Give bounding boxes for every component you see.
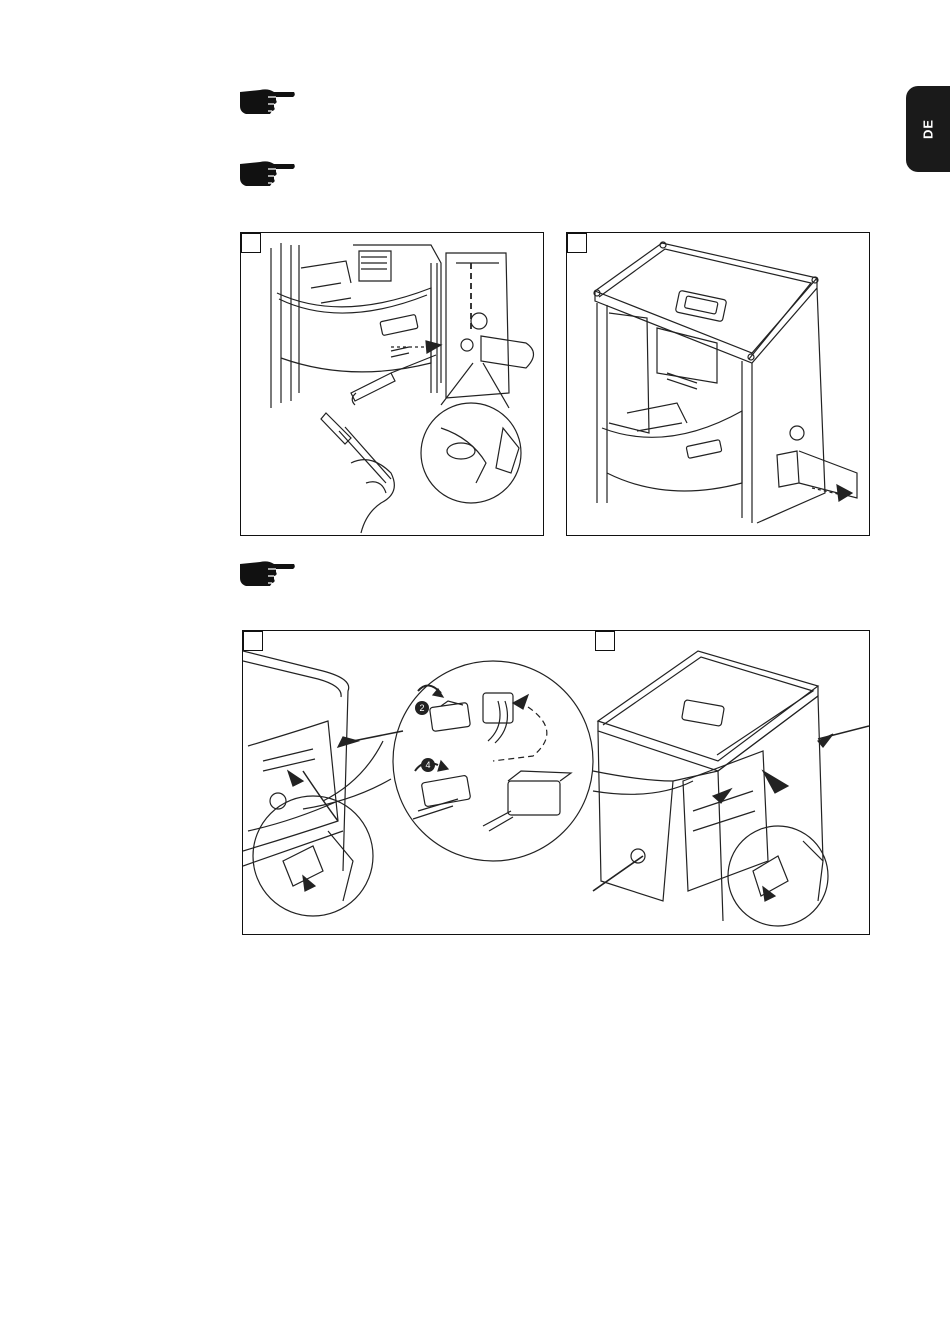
figure-cable-routing: 2 4 — [242, 630, 870, 935]
cable-gland-illustration — [567, 233, 869, 535]
figure-knockout-removal — [240, 232, 544, 536]
pointing-hand-icon — [238, 86, 296, 116]
language-tab-label: DE — [921, 119, 936, 139]
language-tab: DE — [906, 86, 950, 172]
knockout-illustration — [241, 233, 543, 535]
figure-cable-gland-insert — [566, 232, 870, 536]
callout-number: 4 — [421, 758, 435, 772]
pointing-hand-icon — [238, 158, 296, 188]
pointing-hand-icon — [238, 558, 296, 588]
callout-number: 2 — [415, 701, 429, 715]
cable-routing-illustration — [243, 631, 869, 934]
